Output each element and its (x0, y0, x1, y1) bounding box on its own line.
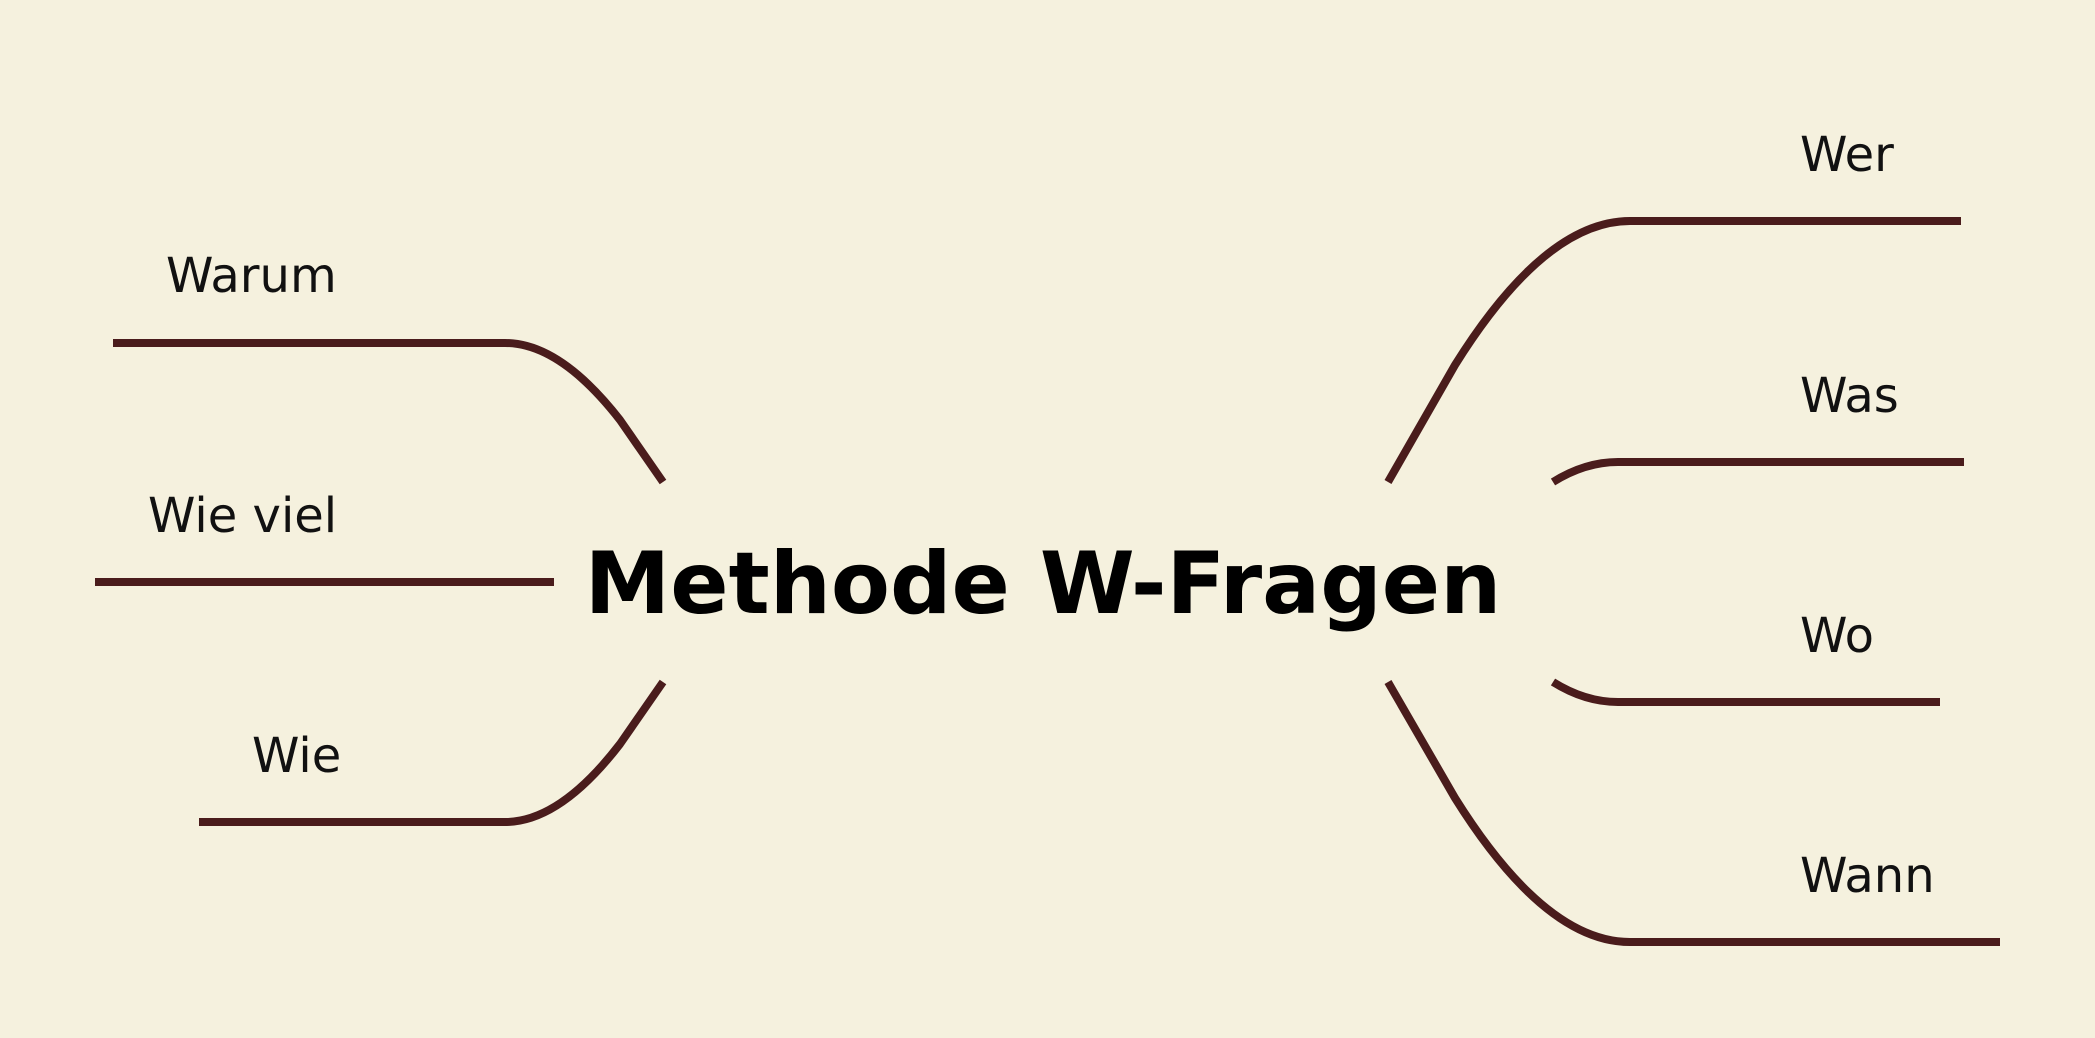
branch-was: Was (1550, 368, 1964, 486)
branch-wann-connector (1384, 679, 2000, 946)
branch-wie-connector (199, 679, 667, 826)
branch-warum-label: Warum (166, 248, 337, 304)
branch-warum: Warum (113, 248, 667, 485)
branch-warum-connector (113, 339, 667, 485)
branch-wo: Wo (1550, 608, 1940, 706)
branch-was-label: Was (1800, 368, 1899, 424)
branch-wann: Wann (1384, 679, 2000, 946)
central-topic-title: Methode W-Fragen (585, 534, 1502, 634)
branch-was-connector (1550, 458, 1964, 486)
branch-wie: Wie (199, 679, 667, 826)
branch-wann-label: Wann (1800, 848, 1935, 904)
branch-wo-label: Wo (1800, 608, 1874, 664)
branch-wie-label: Wie (252, 728, 341, 784)
branch-wo-connector (1550, 678, 1940, 706)
branch-wer: Wer (1384, 127, 1961, 484)
branch-wer-connector (1384, 217, 1961, 484)
branch-wie-viel-label: Wie viel (148, 488, 337, 544)
branch-wie-viel: Wie viel (95, 488, 554, 586)
branch-wer-label: Wer (1800, 127, 1894, 183)
